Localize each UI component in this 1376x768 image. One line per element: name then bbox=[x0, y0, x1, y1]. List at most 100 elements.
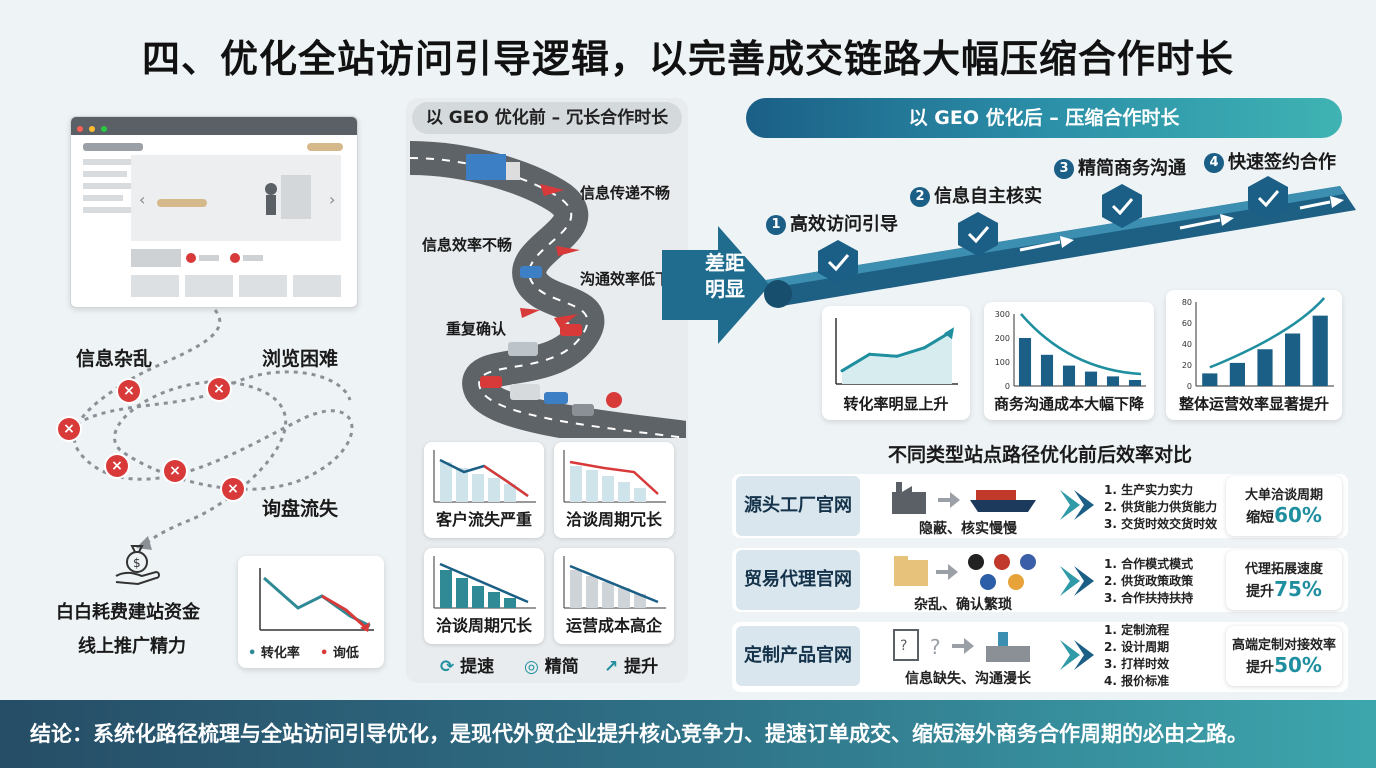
trend-line bbox=[1209, 297, 1326, 369]
data-point bbox=[840, 369, 844, 373]
y-tick-label: 100 bbox=[995, 358, 1010, 367]
y-tick-label: 300 bbox=[995, 310, 1010, 319]
road-label-1: 信息传递不畅 bbox=[580, 184, 671, 202]
decline-bar-chart bbox=[563, 450, 666, 503]
y-tick-label: 200 bbox=[995, 334, 1010, 343]
svg-text:›: › bbox=[329, 190, 335, 209]
conversion-line-chart bbox=[835, 318, 958, 385]
road-label-4: 重复确认 bbox=[446, 320, 507, 338]
decline-bar-chart bbox=[433, 450, 536, 503]
error-x-icon: × bbox=[222, 478, 244, 500]
cost-text-2: 线上推广精力 bbox=[78, 636, 186, 657]
gap-label-line-1: 差距 bbox=[705, 251, 745, 275]
result-title: 代理拓展速度 bbox=[1244, 562, 1323, 577]
conversion-decline-chart bbox=[259, 568, 374, 632]
chart-card-cost: 0 100 200 300 商务沟通成本大幅下降 bbox=[984, 302, 1154, 420]
conversion-decline-card: • 转化率 • 询低 bbox=[238, 556, 384, 668]
maximize-dot-icon bbox=[101, 126, 107, 132]
factory-to-ship-icon bbox=[892, 482, 1036, 514]
minimize-dot-icon bbox=[89, 126, 95, 132]
comparison-title: 不同类型站点路径优化前后效率对比 bbox=[887, 444, 1192, 466]
close-dot-icon bbox=[77, 126, 83, 132]
browser-mockup: ‹ › bbox=[70, 116, 358, 308]
speed-icon: ⟳ bbox=[440, 657, 455, 677]
chevron-right-icon bbox=[1060, 566, 1094, 596]
legend-item-inquiry: • 询低 bbox=[320, 646, 359, 661]
data-point bbox=[868, 352, 871, 356]
page-title: 四、优化全站访问引导逻辑，以完善成交链路大幅压缩合作时长 bbox=[141, 37, 1234, 81]
bar bbox=[1106, 376, 1120, 386]
road-label-2: 信息效率不畅 bbox=[422, 236, 513, 254]
row-name-agency: 贸易代理官网 bbox=[736, 550, 860, 610]
result-title: 大单洽谈周期 bbox=[1244, 488, 1323, 503]
tag-improve: ↗ 提升 bbox=[604, 657, 659, 677]
streamline-icon: ◎ bbox=[524, 657, 539, 677]
browser-titlebar bbox=[71, 117, 357, 135]
bar bbox=[1229, 362, 1245, 386]
trend-arrowhead bbox=[944, 327, 954, 340]
error-x-icon: × bbox=[58, 418, 80, 440]
y-tick-label: 20 bbox=[1182, 361, 1192, 370]
y-tick-label: 60 bbox=[1182, 319, 1192, 328]
chart-caption: 转化率明显上升 bbox=[843, 395, 949, 413]
folder-to-flags-icon bbox=[894, 554, 1036, 590]
check-shield-icon bbox=[818, 240, 858, 284]
gap-label-line-2: 明显 bbox=[705, 277, 745, 301]
cost-bar-chart: 0 100 200 300 bbox=[995, 310, 1146, 391]
metric-card-long-cycle: 洽谈周期冗长 bbox=[554, 442, 674, 538]
conveyor-belt-illustration bbox=[764, 186, 1356, 308]
tag-streamline: ◎ 精简 bbox=[524, 657, 579, 677]
bar bbox=[1202, 373, 1218, 386]
conclusion-footer: 结论：系统化路径梳理与全站访问引导优化，是现代外贸企业提升核心竞争力、提速订单成… bbox=[0, 700, 1376, 768]
result-box-factory: 大单洽谈周期 缩短60% bbox=[1226, 476, 1342, 536]
bar bbox=[1040, 354, 1054, 386]
result-box-agency: 代理拓展速度 提升75% bbox=[1226, 550, 1342, 610]
check-shield-icon bbox=[1248, 176, 1288, 220]
issue-label-inquiry-loss: 询盘流失 bbox=[262, 498, 339, 520]
y-tick-label: 40 bbox=[1182, 340, 1192, 349]
improve-icon: ↗ bbox=[604, 657, 619, 677]
browser-content: ‹ › bbox=[83, 143, 343, 297]
row-name-custom: 定制产品官网 bbox=[736, 626, 860, 686]
check-shield-icon bbox=[1102, 184, 1142, 228]
card-caption: 客户流失严重 bbox=[435, 510, 532, 529]
bar bbox=[1312, 315, 1328, 386]
bar bbox=[1084, 371, 1098, 386]
money-bag-hand-icon: $ bbox=[115, 545, 160, 586]
metric-card-high-cost: 运营成本高企 bbox=[554, 548, 674, 644]
row-sub-factory: 隐蔽、核实慢慢 bbox=[919, 521, 1017, 537]
result-value: 提升50% bbox=[1246, 653, 1322, 677]
bar bbox=[1062, 365, 1076, 386]
chart-card-conversion: 转化率明显上升 bbox=[822, 306, 970, 420]
card-caption: 运营成本高企 bbox=[565, 616, 662, 635]
data-point bbox=[923, 346, 926, 350]
y-tick-label: 0 bbox=[1005, 382, 1010, 391]
metric-card-long-cycle-2: 洽谈周期冗长 bbox=[424, 548, 544, 644]
trend-line bbox=[1020, 313, 1142, 376]
svg-text:‹: ‹ bbox=[139, 190, 145, 209]
bar bbox=[1257, 349, 1273, 386]
winding-road-illustration bbox=[410, 141, 686, 438]
chevron-right-icon bbox=[1060, 640, 1094, 670]
road-label-3: 沟通效率低下 bbox=[580, 270, 671, 288]
row-sub-custom: 信息缺失、沟通漫长 bbox=[905, 671, 1031, 687]
gap-arrow-icon bbox=[662, 226, 770, 344]
data-point bbox=[895, 354, 899, 358]
result-title: 高端定制对接效率 bbox=[1231, 638, 1336, 653]
after-header: 以 GEO 优化后 – 压缩合作时长 bbox=[746, 98, 1342, 138]
bar bbox=[1285, 333, 1301, 386]
error-x-icon: × bbox=[208, 378, 230, 400]
before-header: 以 GEO 优化前 – 冗长合作时长 bbox=[412, 102, 682, 134]
cost-text-1: 白白耗费建站资金 bbox=[56, 602, 200, 623]
issue-label-messy: 信息杂乱 bbox=[76, 348, 153, 370]
card-caption: 洽谈周期冗长 bbox=[565, 510, 662, 529]
chart-caption: 商务沟通成本大幅下降 bbox=[993, 395, 1144, 413]
legend-item-conversion: • 转化率 bbox=[248, 646, 300, 661]
